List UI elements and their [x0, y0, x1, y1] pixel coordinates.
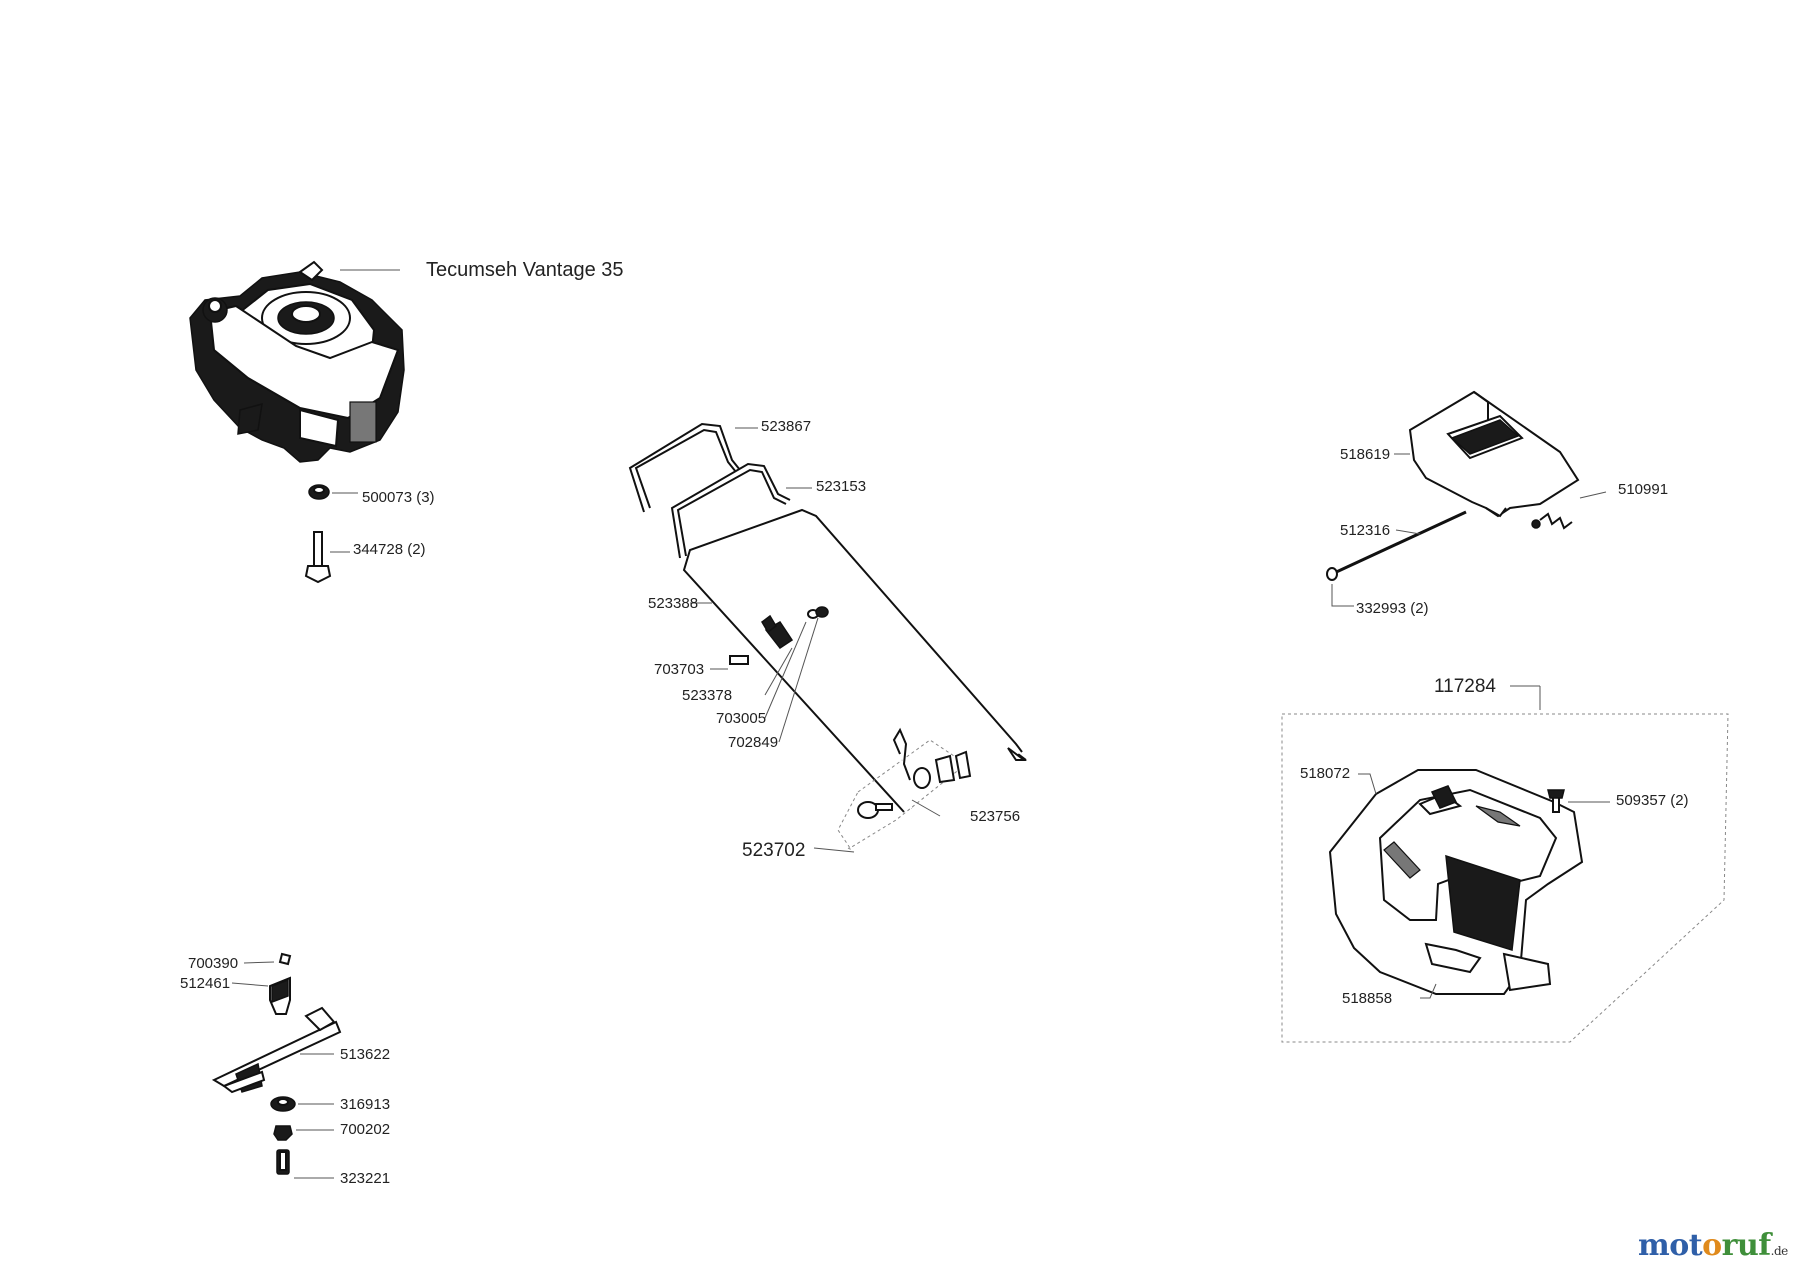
spring-510991-drawing [1531, 512, 1573, 530]
part-label-523756: 523756 [970, 808, 1021, 825]
part-label-518619: 518619 [1340, 446, 1391, 463]
blade-assembly-drawing [211, 952, 342, 1175]
part-label-332993: 332993 (2) [1356, 600, 1429, 617]
part-label-316913: 316913 [340, 1096, 391, 1113]
part-label-523378: 523378 [682, 687, 733, 704]
part-label-518858: 518858 [1342, 990, 1393, 1007]
part-label-700202: 700202 [340, 1121, 391, 1138]
bolt-344728-drawing [304, 531, 332, 584]
part-label-518072: 518072 [1300, 765, 1351, 782]
part-label-700390: 700390 [188, 955, 239, 972]
motoruf-watermark: motoruf.de [1638, 1228, 1788, 1263]
rod-512316-drawing [1326, 510, 1467, 581]
part-label-344728: 344728 (2) [353, 541, 426, 558]
part-label-523388: 523388 [648, 595, 699, 612]
lower-handle-523388-drawing [682, 508, 1027, 813]
engine-drawing [189, 260, 405, 463]
watermark-part1: mot [1638, 1228, 1703, 1263]
watermark-part3: ruf [1721, 1228, 1772, 1263]
watermark-part2: o [1702, 1228, 1722, 1263]
upper-handle-523867-drawing [628, 422, 741, 513]
part-label-500073: 500073 (3) [362, 489, 435, 506]
part-label-703703: 703703 [654, 661, 705, 678]
upper-handle-523153-drawing [670, 462, 791, 559]
part-label-523153: 523153 [816, 478, 867, 495]
engine-label: Tecumseh Vantage 35 [426, 259, 624, 281]
screw-509357-drawing [1547, 789, 1565, 813]
nut-500073-drawing [308, 484, 330, 500]
watermark-tld: .de [1770, 1244, 1789, 1258]
fastener-set-523702-drawing [837, 727, 972, 851]
cable-clip-drawing [729, 606, 829, 665]
part-label-323221: 323221 [340, 1170, 391, 1187]
part-label-513622: 513622 [340, 1046, 391, 1063]
part-label-523867: 523867 [761, 418, 812, 435]
part-label-510991: 510991 [1618, 481, 1669, 498]
part-label-509357: 509357 (2) [1616, 792, 1689, 809]
part-label-117284: 117284 [1434, 676, 1496, 697]
part-label-703005: 703005 [716, 710, 767, 727]
grass-catcher-117284-drawing [1281, 685, 1729, 1043]
rear-flap-518619-drawing [1408, 390, 1580, 518]
part-label-702849: 702849 [728, 734, 779, 751]
part-label-523702: 523702 [742, 840, 806, 861]
part-label-512461: 512461 [180, 975, 231, 992]
part-label-512316: 512316 [1340, 522, 1391, 539]
